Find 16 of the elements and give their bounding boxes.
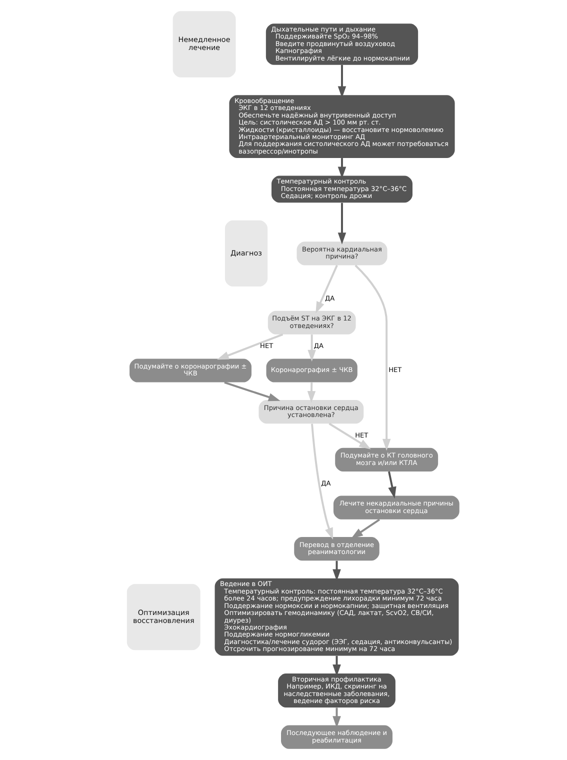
arrow — [338, 158, 346, 179]
arrow — [388, 471, 396, 499]
arrow — [351, 518, 380, 539]
arrow — [308, 334, 316, 362]
arrow — [332, 560, 341, 582]
arrow — [328, 422, 371, 450]
arrow — [216, 334, 284, 360]
arrow — [316, 264, 338, 314]
arrow — [224, 381, 280, 402]
arrow — [354, 264, 391, 451]
arrow — [332, 656, 341, 676]
arrow — [307, 382, 316, 403]
arrow — [338, 64, 346, 98]
arrow — [338, 202, 346, 244]
arrow — [332, 708, 341, 728]
arrow — [311, 424, 334, 540]
